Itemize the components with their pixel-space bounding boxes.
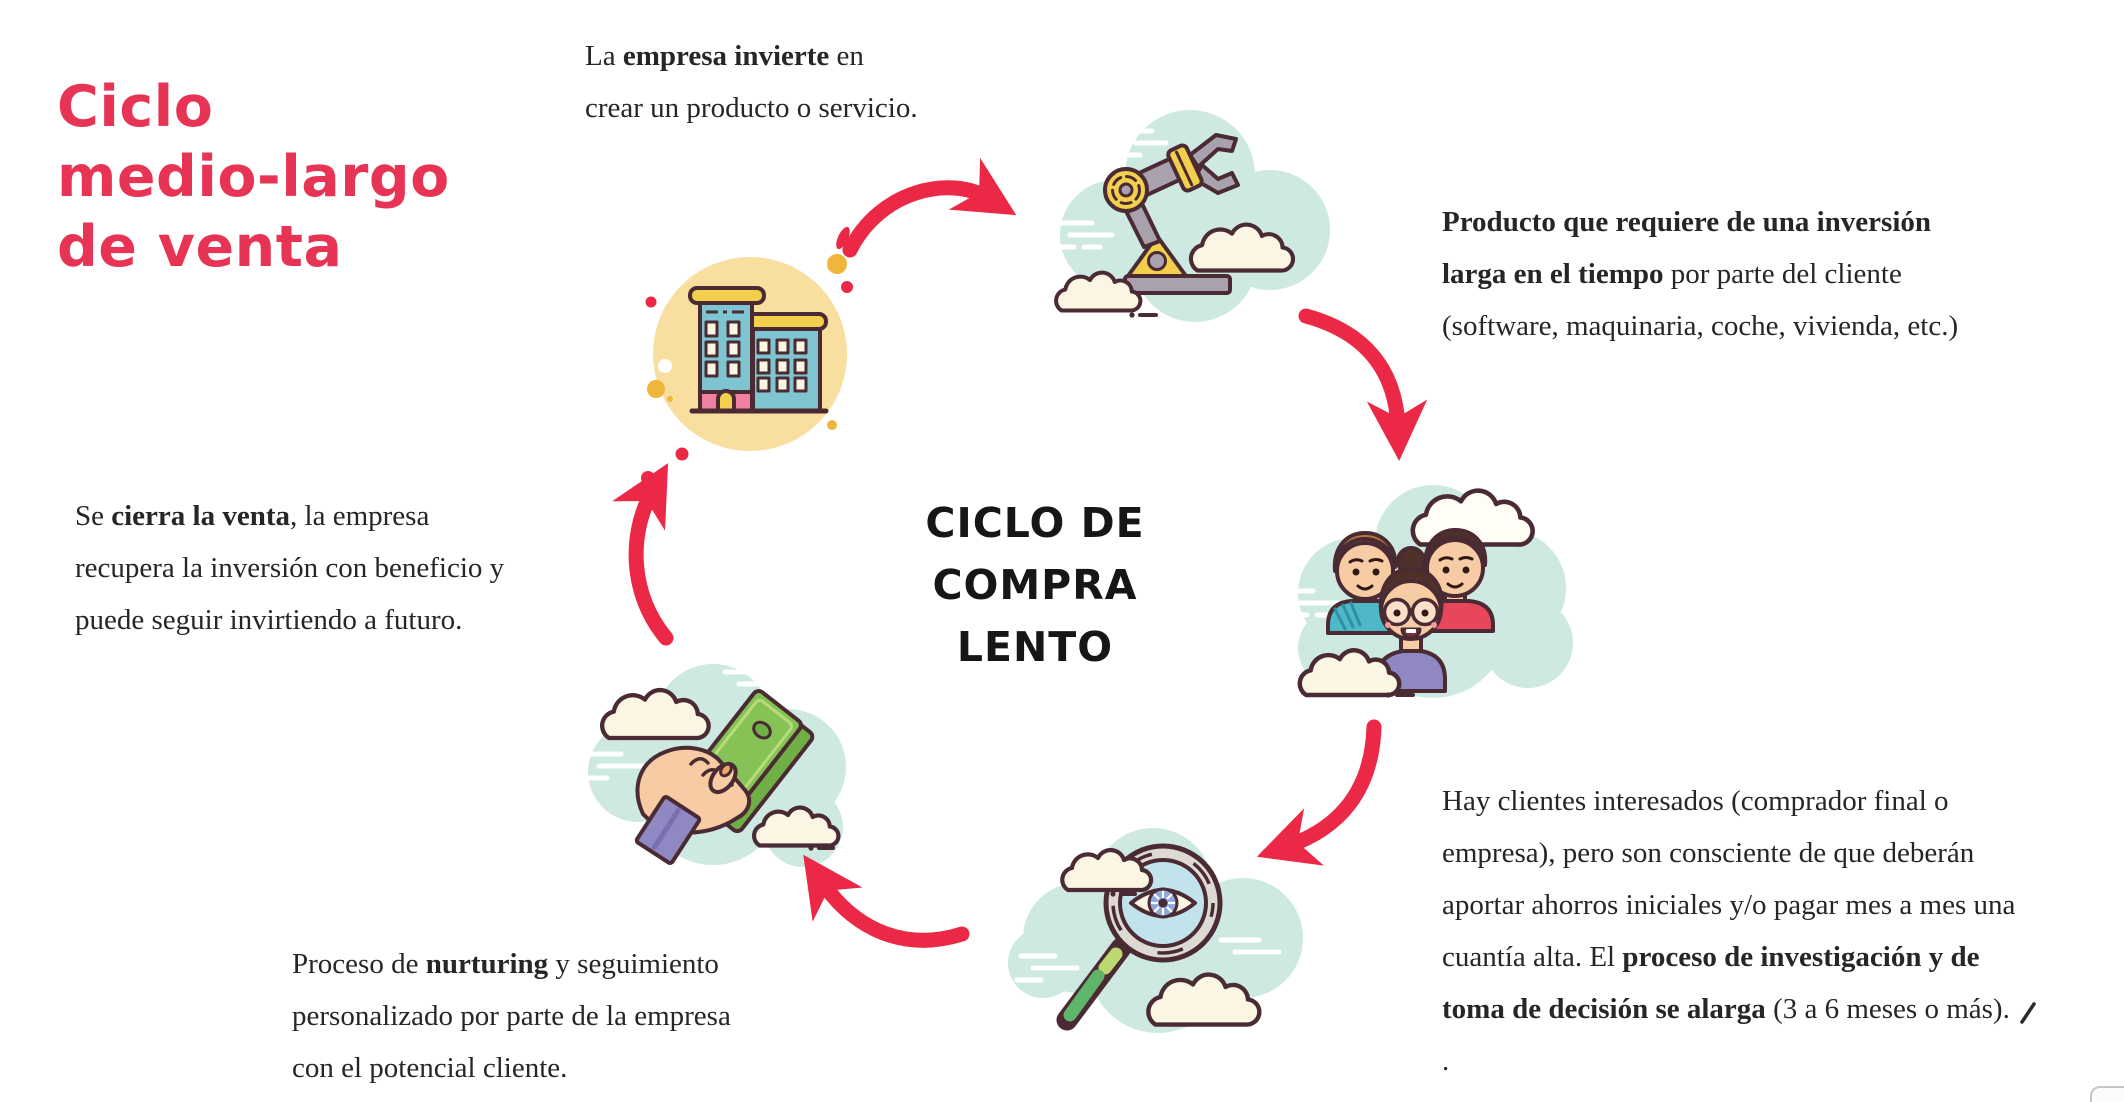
- research-magnifier-icon: [1008, 828, 1303, 1033]
- page-title: Ciclo medio-largo de venta: [57, 74, 450, 280]
- payment-hand-money-icon: [580, 664, 846, 867]
- partial-corner-button[interactable]: [2090, 1086, 2124, 1102]
- customers-icon: [1283, 485, 1573, 698]
- arrow-company-to-product-icon: [842, 157, 1017, 258]
- annotation-clients: Hay clientes interesados (comprador fina…: [1442, 785, 2016, 1077]
- arrow-nurturing-to-company-icon: [612, 463, 674, 646]
- cycle-center-label: CICLO DE COMPRA LENTO: [925, 499, 1145, 671]
- robot-arm-icon: [1047, 110, 1330, 322]
- company-building-icon: [647, 257, 847, 451]
- stray-mark-icon: [2020, 1002, 2036, 1024]
